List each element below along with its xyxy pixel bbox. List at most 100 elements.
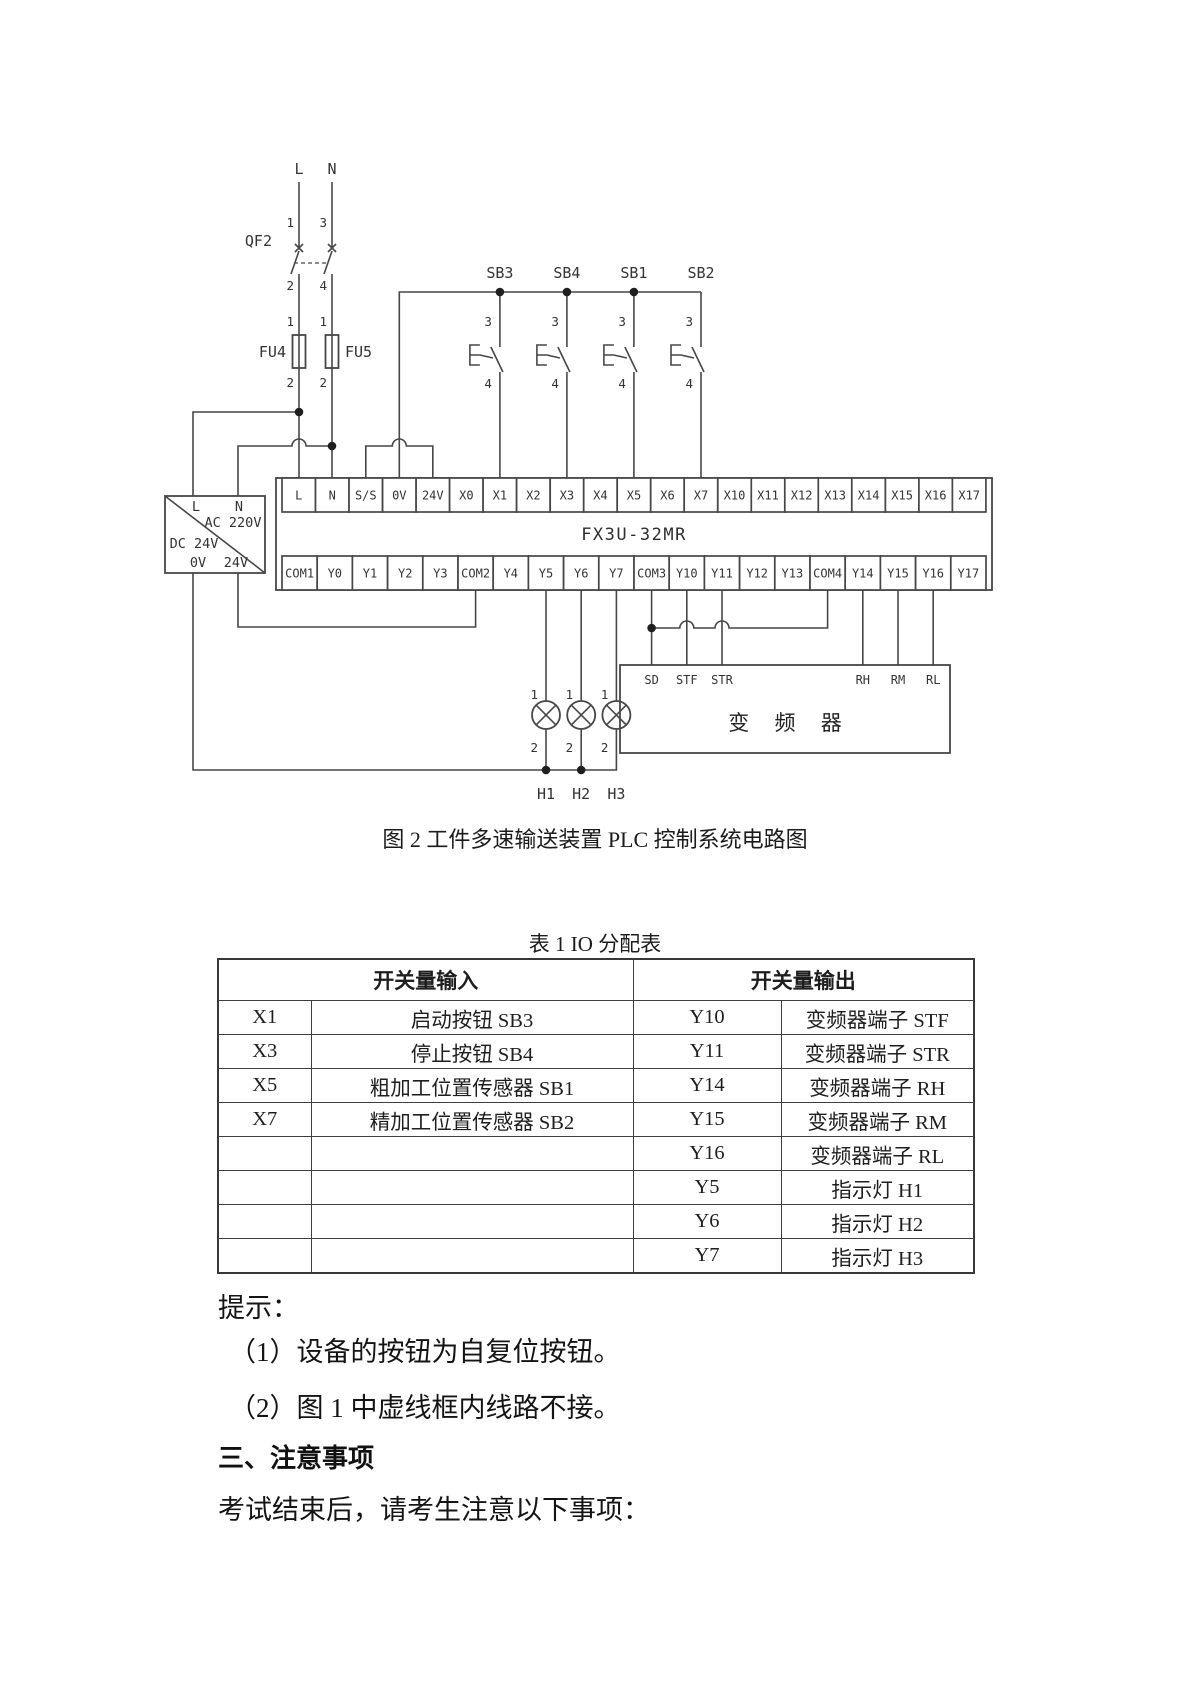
- plc-terminal-label-Y7: Y7: [609, 567, 623, 581]
- io-cell-input-description: [310, 1238, 634, 1274]
- lamp-symbol-circle: [531, 700, 561, 730]
- lamp-label-H2: H2: [572, 785, 590, 803]
- closing-sentence: 考试结束后，请考生注意以下事项：: [218, 1495, 650, 1525]
- fu4-pin-bottom: 2: [286, 375, 294, 390]
- io-cell-input-address: X3: [217, 1034, 312, 1069]
- io-cell-input-description: [310, 1170, 634, 1205]
- lamp-label-H1: H1: [537, 785, 555, 803]
- fu4-pin-top: 1: [286, 314, 294, 329]
- plc-terminal-cell: [914, 555, 952, 591]
- io-cell-output-description: 变频器端子 STF: [780, 1000, 975, 1035]
- plc-terminal-label-X16: X16: [925, 489, 947, 503]
- inverter-terminal-RH: RH: [856, 673, 870, 687]
- button-pin-top: 3: [484, 314, 492, 329]
- plc-terminal-label-0V: 0V: [392, 489, 406, 503]
- io-cell-output-address: Y11: [632, 1034, 782, 1069]
- plc-terminal-label-X7: X7: [694, 489, 708, 503]
- plc-terminal-label-X2: X2: [526, 489, 540, 503]
- junction-dot: [495, 287, 505, 297]
- plc-terminal-cell: [844, 555, 882, 591]
- junction-dot: [629, 287, 639, 297]
- plc-terminal-cell: [582, 477, 619, 513]
- wire-0v-to-lamp-common: [192, 573, 618, 771]
- io-cell-input-description: 启动按钮 SB3: [310, 1000, 634, 1035]
- fuse-fu4-symbol: [291, 334, 307, 369]
- plc-terminal-label-X11: X11: [757, 489, 779, 503]
- plc-terminal-cell: [783, 477, 820, 513]
- power-box-0v: 0V: [190, 555, 206, 571]
- io-cell-input-description: 精加工位置传感器 SB2: [310, 1102, 634, 1137]
- plc-terminal-cell: [281, 555, 319, 591]
- button-contact-lever: [624, 346, 638, 373]
- plc-terminal-cell: [738, 555, 776, 591]
- plc-terminal-cell: [951, 477, 987, 513]
- button-actuator-link: [680, 354, 695, 359]
- plc-terminal-cell: [716, 477, 753, 513]
- plc-terminal-label-X1: X1: [493, 489, 507, 503]
- io-cell-input-description: [310, 1204, 634, 1239]
- io-table-title: 表 1 IO 分配表: [528, 932, 662, 956]
- io-cell-output-description: 变频器端子 RL: [780, 1136, 975, 1171]
- figure-caption: 图 2 工件多速输送装置 PLC 控制系统电路图: [382, 827, 808, 852]
- button-pin-top: 3: [618, 314, 626, 329]
- wire-0v-button-bus: [398, 291, 701, 478]
- plc-terminal-label-Y3: Y3: [433, 567, 447, 581]
- plc-terminal-label-Y2: Y2: [398, 567, 412, 581]
- breaker-contact-x-left: [294, 243, 304, 253]
- junction-dot: [647, 623, 656, 633]
- plc-terminal-label-X17: X17: [958, 489, 980, 503]
- io-cell-input-description: 粗加工位置传感器 SB1: [310, 1068, 634, 1103]
- plc-terminal-label-X14: X14: [858, 489, 880, 503]
- power-box-dc: DC 24V: [170, 536, 219, 552]
- line-l-label: L: [294, 160, 303, 178]
- fu5-pin-top: 1: [319, 314, 327, 329]
- lamp-label-H3: H3: [607, 785, 625, 803]
- plc-terminal-label-Y12: Y12: [746, 567, 768, 581]
- junction-dot: [541, 765, 551, 775]
- button-pin-bottom: 4: [551, 376, 559, 391]
- power-box-diagonal: [164, 495, 266, 574]
- lamp-pin-bottom: 2: [566, 740, 574, 755]
- wire-l-to-powerbox: [192, 411, 299, 496]
- plc-terminal-label-Y17: Y17: [958, 567, 980, 581]
- plc-model-label: FX3U-32MR: [581, 525, 687, 545]
- lamp-symbol-cross: [605, 704, 627, 726]
- plc-terminal-cell: [949, 555, 987, 591]
- breaker-lever-right: [323, 250, 333, 275]
- plc-terminal-label-X12: X12: [791, 489, 813, 503]
- button-actuator-e: [469, 344, 480, 366]
- button-actuator-e: [536, 344, 547, 366]
- io-cell-output-description: 指示灯 H1: [780, 1170, 975, 1205]
- io-cell-output-address: Y16: [632, 1136, 782, 1171]
- plc-terminal-label-Y10: Y10: [676, 567, 698, 581]
- input-wiring: [365, 291, 701, 478]
- plc-terminal-label-S/S: S/S: [355, 489, 377, 503]
- plc-terminal-cell: [850, 477, 887, 513]
- button-pin-top: 3: [685, 314, 693, 329]
- button-contact-lever: [557, 346, 571, 373]
- inverter-terminal-RM: RM: [891, 673, 905, 687]
- junction-dot: [576, 765, 586, 775]
- io-cell-output-address: Y10: [632, 1000, 782, 1035]
- plc-terminal-cell: [316, 555, 354, 591]
- plc-terminal-label-Y16: Y16: [922, 567, 944, 581]
- button-pin-bottom: 4: [484, 376, 492, 391]
- plc-terminal-label-X4: X4: [593, 489, 607, 503]
- qf2-pin-2: 2: [286, 278, 294, 293]
- plc-terminal-label-X6: X6: [660, 489, 674, 503]
- fu5-pin-bottom: 2: [319, 375, 327, 390]
- lamp-pin-top: 1: [601, 687, 609, 702]
- qf2-pin-1: 1: [286, 215, 294, 230]
- junction-dot: [562, 287, 572, 297]
- io-cell-output-description: 变频器端子 RM: [780, 1102, 975, 1137]
- lamp-symbol-cross: [535, 704, 557, 726]
- hint-item-1: （1）设备的按钮为自复位按钮。: [229, 1337, 621, 1367]
- junction-dot: [327, 441, 337, 451]
